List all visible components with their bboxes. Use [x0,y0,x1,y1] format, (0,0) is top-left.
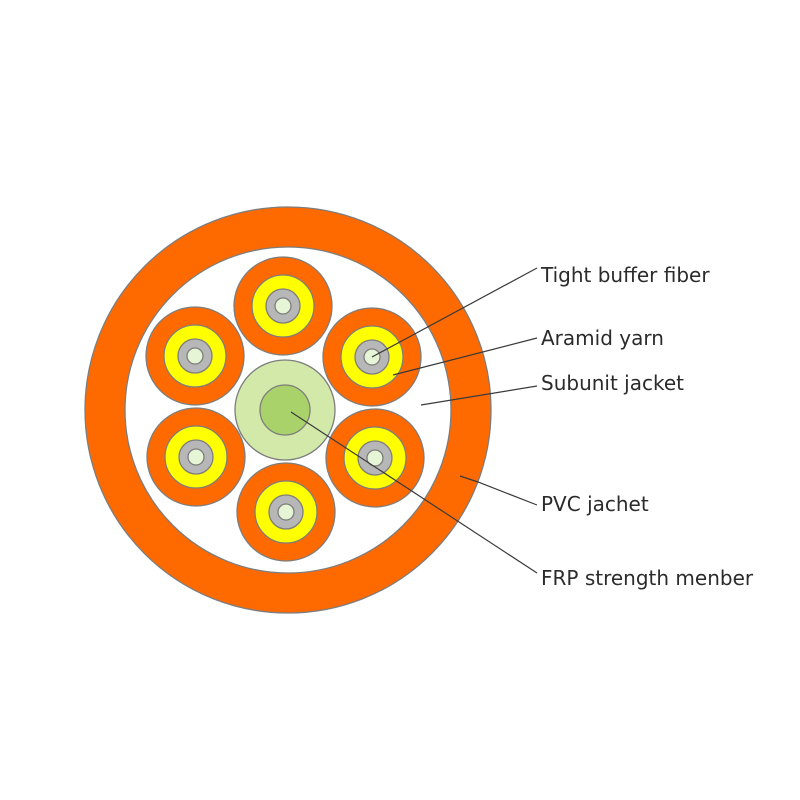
leader-line-frp-strength-member [290,411,538,574]
frp-strength-member-core [259,384,311,436]
label-pvc-jacket: PVC jachet [541,492,649,516]
leader-line-pvc-jacket [459,475,538,506]
subunit-lower-left [146,407,246,507]
leader-line-aramid-yarn [392,337,538,376]
fiber-core [187,448,205,466]
fiber-core [366,449,384,467]
fiber-core [274,297,292,315]
label-aramid-yarn: Aramid yarn [541,326,664,350]
label-frp-strength-member: FRP strength menber [541,566,754,590]
subunit-top [233,256,333,356]
subunit-lower-right [325,408,425,508]
label-subunit-jacket: Subunit jacket [541,371,684,395]
fiber-core [186,347,204,365]
fiber-core [277,503,295,521]
leader-line-subunit-jacket [420,385,538,406]
subunit-bottom [236,462,336,562]
leader-line-tight-buffer-fiber [371,267,538,358]
subunit-upper-left [145,306,245,406]
label-tight-buffer-fiber: Tight buffer fiber [540,263,710,287]
